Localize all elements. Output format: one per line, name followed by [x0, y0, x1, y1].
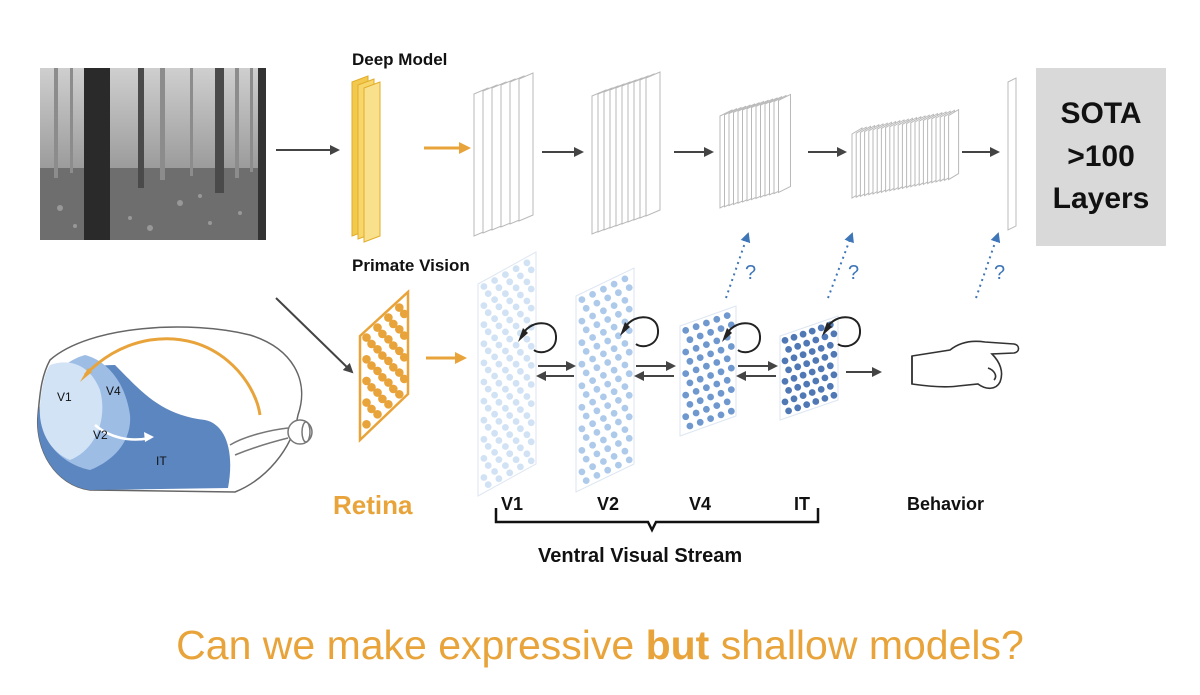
it-grid	[779, 315, 839, 421]
brain-label-it: IT	[156, 454, 167, 468]
retina-label: Retina	[333, 490, 413, 520]
brain-illustration	[36, 326, 313, 493]
stream-label-v1: V1	[501, 494, 524, 514]
primate-vision-title: Primate Vision	[352, 256, 470, 275]
layer-stack-4	[851, 108, 960, 199]
v1-grid	[477, 251, 537, 497]
brain-label-v4: V4	[106, 384, 121, 398]
stream-label-v2: V2	[597, 494, 620, 514]
question-mark-v4: ?	[745, 262, 757, 284]
sota-line-3: Layers	[1052, 182, 1150, 216]
behavior-label: Behavior	[907, 494, 985, 514]
v1-region	[39, 362, 103, 460]
v4-grid	[679, 305, 737, 437]
deep-model-title: Deep Model	[352, 50, 448, 69]
output-layer	[1007, 77, 1017, 231]
photo-to-retina-arrow	[275, 297, 354, 374]
question-mark-behavior: ?	[994, 262, 1006, 284]
recurrent-loops	[521, 316, 862, 354]
question-text: Can we make expressive but shallow model…	[0, 622, 1200, 669]
ventral-stream-label: Ventral Visual Stream	[538, 545, 743, 567]
brain-label-v2: V2	[93, 428, 108, 442]
ventral-stream-brace	[494, 508, 820, 533]
layer-stack-1	[473, 72, 534, 237]
sota-box: SOTA >100 Layers	[1036, 68, 1166, 246]
question-bold: but	[645, 622, 710, 668]
bidirectional-arrows	[536, 361, 882, 381]
question-prefix: Can we make expressive	[176, 622, 646, 668]
hand-icon	[911, 340, 1020, 390]
sota-line-2: >100	[1067, 139, 1135, 173]
layer-stack-2	[591, 71, 661, 235]
v2-grid	[575, 267, 635, 493]
yellow-input-layers	[351, 75, 381, 243]
retina-grid	[358, 289, 410, 443]
layer-stack-3	[719, 93, 791, 209]
stream-label-v4: V4	[689, 494, 712, 514]
question-mark-it: ?	[848, 262, 860, 284]
stream-label-it: IT	[794, 494, 810, 514]
brain-label-v1: V1	[57, 390, 72, 404]
forest-photo	[40, 68, 266, 240]
sota-line-1: SOTA	[1060, 97, 1142, 131]
question-suffix: shallow models?	[709, 622, 1024, 668]
